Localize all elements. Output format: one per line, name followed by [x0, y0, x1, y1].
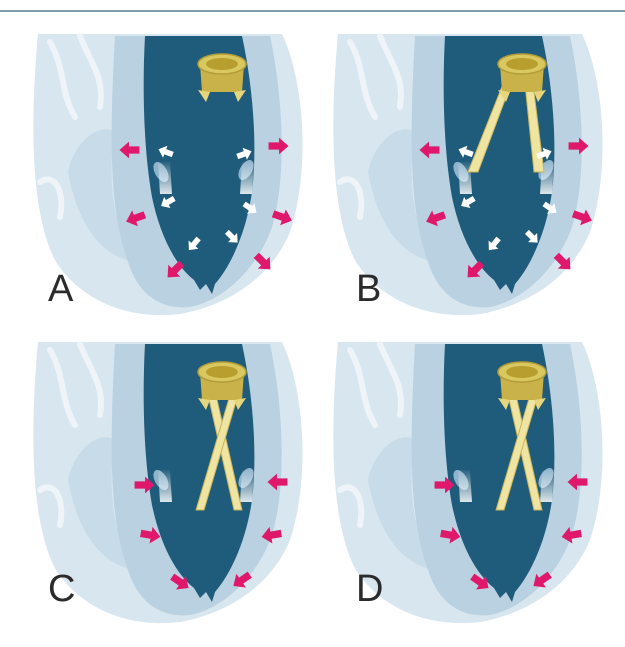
panel-label-a: A — [48, 270, 73, 308]
panel-label-c: C — [48, 570, 75, 608]
jet-left — [458, 470, 472, 502]
top-rule — [0, 10, 625, 12]
panel-c: C — [20, 330, 310, 630]
jet-right — [240, 470, 254, 502]
jet-right — [240, 162, 254, 194]
panel-label-d: D — [356, 570, 383, 608]
valve-opening — [506, 366, 538, 378]
panel-b: B — [320, 22, 610, 322]
valve-opening — [206, 366, 238, 378]
panel-d: D — [320, 330, 610, 630]
panel-a: A — [20, 22, 310, 322]
jet-left — [158, 162, 172, 194]
valve-opening — [506, 58, 538, 70]
jet-left — [158, 470, 172, 502]
panel-label-b: B — [356, 270, 381, 308]
jet-right — [540, 470, 554, 502]
valve-opening — [206, 58, 238, 70]
